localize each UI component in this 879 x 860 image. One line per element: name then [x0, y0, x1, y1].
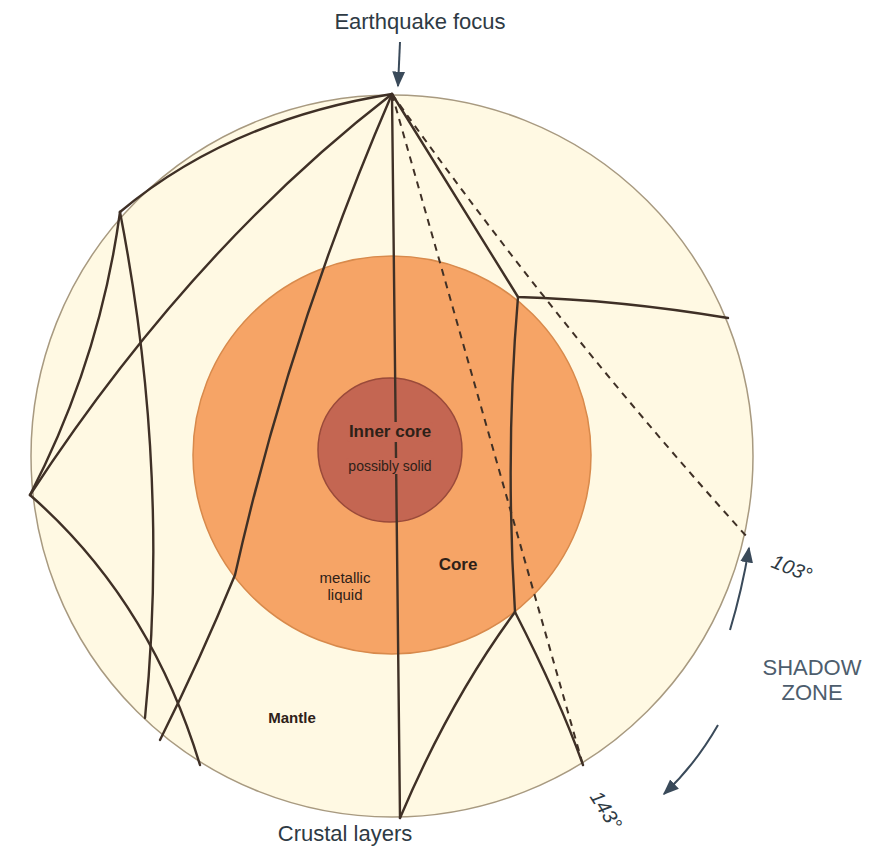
- outer-core-shape: [193, 256, 591, 654]
- inner-core-outline: [317, 377, 463, 523]
- outer-core-outline: [192, 255, 592, 655]
- mantle-layer-outline: [30, 94, 754, 818]
- layer-name: Inner core: [347, 422, 433, 442]
- mantle-layer: Inner core possibly solidCore metallic liq…: [30, 94, 754, 818]
- outer-core: Inner core possibly solidCore metallic liq…: [192, 255, 592, 655]
- inner-core-shape: [318, 378, 462, 522]
- inner-core: Inner core possibly solid: [317, 377, 463, 523]
- layer-note: possibly solid: [346, 458, 433, 474]
- angle-label: 143°: [584, 785, 628, 836]
- focus-label: Earthquake focus: [332, 9, 507, 34]
- angle-label: 103°: [767, 549, 818, 587]
- layer-note: metallic liquid: [304, 569, 386, 604]
- zone-label: SHADOW ZONE: [750, 655, 874, 706]
- crust-label: Crustal layers: [276, 821, 414, 846]
- layer-name: Mantle: [266, 709, 318, 726]
- mantle-layer-shape: [31, 95, 753, 817]
- layer-name: Core: [437, 555, 480, 575]
